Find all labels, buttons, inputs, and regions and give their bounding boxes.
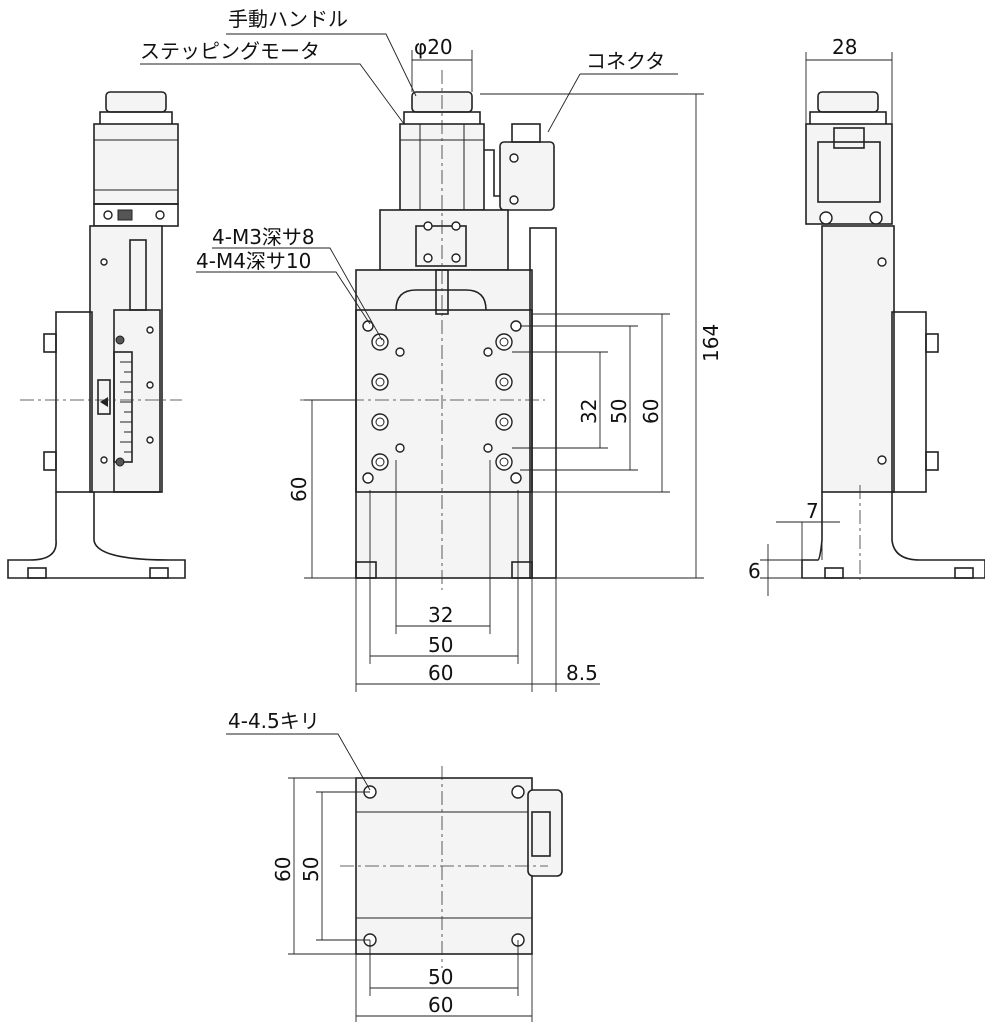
leader-lines [140, 33, 678, 791]
dim-height-164: 164 [699, 324, 723, 362]
right-bracket-plate [891, 311, 927, 493]
left-bracket-plate [55, 311, 93, 493]
dim-bottom-v50: 50 [299, 857, 323, 882]
dim-front-v32: 32 [577, 399, 601, 424]
tap-m4-label: 4-M4深サ10 [196, 249, 311, 273]
bottom-view [340, 766, 563, 968]
front-guide-rail [529, 227, 557, 579]
dim-front-v50: 50 [607, 399, 631, 424]
right-handle-knob [817, 91, 879, 113]
through-hole-label: 4-4.5キリ [228, 709, 320, 733]
right-side-view [801, 91, 985, 580]
front-view [300, 70, 557, 590]
right-motor-body [805, 123, 893, 225]
left-side-view [7, 91, 186, 579]
dim-bottom-h60: 60 [428, 993, 453, 1017]
labels: 手動ハンドル ステッピングモータ コネクタ 4-M3深サ8 4-M4深サ10 4… [140, 7, 857, 1017]
dim-front-left60: 60 [287, 477, 311, 502]
left-handle-knob [105, 91, 167, 113]
dim-front-h32: 32 [428, 603, 453, 627]
left-base [7, 492, 186, 579]
connector [499, 141, 555, 211]
dim-offset-85: 8.5 [566, 661, 598, 685]
connector-label: コネクタ [586, 49, 665, 73]
dim-front-h50: 50 [428, 633, 453, 657]
right-base [801, 492, 985, 579]
dimension-lines [288, 50, 893, 1022]
left-stage-column [89, 225, 163, 493]
dim-handle-dia: φ20 [414, 35, 453, 59]
tap-m3-label: 4-M3深サ8 [212, 225, 315, 249]
stepping-motor-label: ステッピングモータ [140, 39, 320, 63]
front-top-block [379, 209, 509, 271]
front-moving-table [355, 309, 533, 493]
dim-bottom-h50: 50 [428, 965, 453, 989]
dim-bottom-v60: 60 [271, 857, 295, 882]
bottom-connector [527, 789, 563, 877]
dim-front-v60: 60 [639, 399, 663, 424]
dim-front-h60: 60 [428, 661, 453, 685]
dim-side-6: 6 [748, 559, 761, 583]
right-stage-column [821, 225, 895, 493]
left-motor-body [93, 123, 179, 205]
front-tapped-holes [362, 320, 522, 484]
dim-width-28: 28 [832, 35, 857, 59]
dim-side-7: 7 [806, 499, 819, 523]
manual-handle-label: 手動ハンドル [228, 7, 348, 31]
